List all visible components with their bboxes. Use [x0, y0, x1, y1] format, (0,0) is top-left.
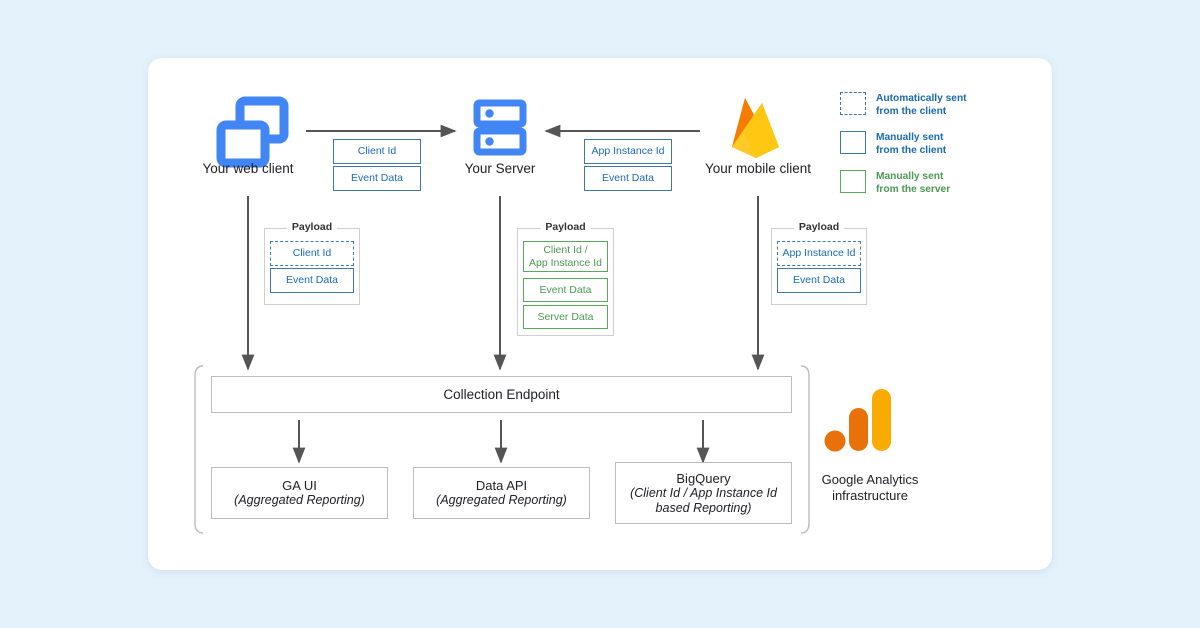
payload-mobile-item-app-instance-id: App Instance Id: [777, 241, 861, 266]
output-box-ga-ui: GA UI (Aggregated Reporting): [211, 467, 388, 519]
ga-infrastructure-caption: Google Analytics infrastructure: [800, 472, 940, 505]
pipeline-bracket-left: [194, 365, 204, 534]
ga-infrastructure: Google Analytics infrastructure: [800, 386, 940, 505]
output-bigquery-subtitle-line2: based Reporting): [655, 500, 752, 515]
ga-infrastructure-caption-line1: Google Analytics: [821, 472, 919, 487]
payload-web-client: Payload: [264, 221, 360, 305]
legend-label-manual-client-line1: Manually sent: [876, 132, 944, 144]
legend-swatch-dashed-blue-icon: [840, 92, 866, 115]
payload-web-title: Payload: [286, 221, 338, 233]
chip-mobile-event-data: Event Data: [584, 166, 672, 191]
output-box-data-api: Data API (Aggregated Reporting): [413, 467, 590, 519]
legend-label-manual-server-line1: Manually sent: [876, 171, 944, 183]
payload-mobile-title: Payload: [793, 221, 845, 233]
collection-endpoint-label: Collection Endpoint: [443, 387, 560, 402]
google-analytics-logo: [824, 389, 891, 452]
legend-label-manual-client-line2: from the client: [876, 145, 947, 157]
output-ga-ui-subtitle: (Aggregated Reporting): [234, 493, 365, 507]
payload-server-item-server-data: Server Data: [523, 305, 608, 329]
legend-swatch-solid-blue-icon: [840, 131, 866, 155]
output-bigquery-title: BigQuery: [676, 470, 731, 486]
server-label: Your Server: [464, 161, 536, 176]
legend-label-automatic-client: Automatically sent from the client: [876, 92, 967, 118]
legend-label-manual-client: Manually sent from the client: [876, 131, 946, 157]
legend: Automatically sent from the client Manua…: [840, 92, 967, 209]
legend-item-manual-client: Manually sent from the client: [840, 131, 967, 157]
output-bigquery-subtitle-line1: (Client Id / App Instance Id: [630, 485, 777, 500]
legend-label-manual-server-line2: from the server: [876, 184, 951, 196]
legend-label-manual-server: Manually sent from the server: [876, 170, 950, 196]
chip-web-event-data: Event Data: [333, 166, 421, 191]
payload-mobile-item-event-data: Event Data: [777, 268, 861, 293]
pipeline-bracket-right: [800, 365, 810, 534]
payload-server-title: Payload: [540, 221, 591, 233]
ga-infrastructure-caption-line2: infrastructure: [832, 488, 908, 504]
legend-label-automatic-client-line1: Automatically sent: [876, 93, 967, 104]
legend-swatch-solid-green-icon: [840, 170, 866, 194]
collection-endpoint-box: Collection Endpoint: [211, 376, 792, 413]
payload-mobile-client: Payload: [771, 221, 867, 305]
output-data-api-subtitle: (Aggregated Reporting): [436, 493, 567, 507]
output-box-bigquery: BigQuery (Client Id / App Instance Id ba…: [615, 462, 792, 524]
chip-mobile-app-instance-id: App Instance Id: [584, 139, 672, 164]
payload-server-item-ids: Client Id / App Instance Id: [523, 241, 608, 272]
output-ga-ui-title: GA UI: [282, 478, 317, 493]
output-data-api-title: Data API: [475, 478, 528, 493]
payload-server-item-ids-line1: Client Id /: [543, 244, 588, 257]
chip-web-client-id: Client Id: [333, 139, 421, 164]
server-rack-icon: [473, 99, 527, 156]
payload-server-item-event-data: Event Data: [523, 278, 608, 302]
legend-label-automatic-client-line2: from the client: [876, 106, 947, 118]
legend-item-manual-server: Manually sent from the server: [840, 170, 967, 196]
firebase-flame-icon: [732, 98, 779, 158]
mobile-client-label: Your mobile client: [704, 161, 812, 176]
payload-web-item-event-data: Event Data: [270, 268, 354, 293]
web-client-label: Your web client: [202, 161, 294, 176]
legend-item-automatic-client: Automatically sent from the client: [840, 92, 967, 118]
browser-windows-icon: [216, 96, 289, 168]
payload-web-item-client-id: Client Id: [270, 241, 354, 266]
payload-server-item-ids-line2: App Instance Id: [529, 256, 602, 269]
